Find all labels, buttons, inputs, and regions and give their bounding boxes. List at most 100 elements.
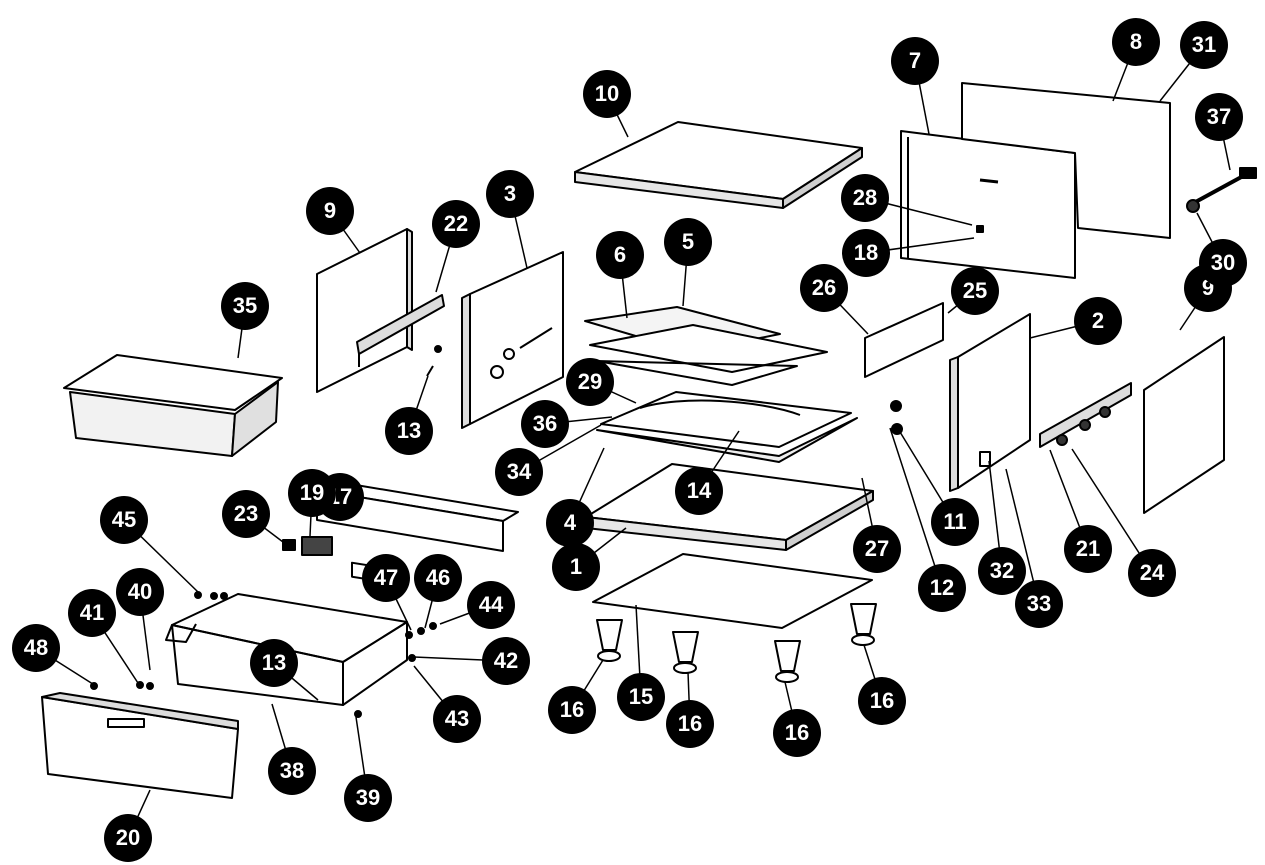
callout-number: 23 bbox=[234, 501, 258, 526]
callout-number: 29 bbox=[578, 369, 602, 394]
callout-number: 18 bbox=[854, 240, 878, 265]
callout-circle bbox=[100, 496, 148, 544]
callout-circle bbox=[495, 448, 543, 496]
part-base bbox=[585, 463, 874, 551]
callout-number: 31 bbox=[1192, 32, 1216, 57]
callout-number: 11 bbox=[943, 509, 966, 534]
callout-badge: 32 bbox=[978, 547, 1026, 595]
callout-badge: 19 bbox=[288, 469, 336, 517]
callout-badge: 16 bbox=[858, 677, 906, 725]
callout-badge: 39 bbox=[344, 774, 392, 822]
callout-circle bbox=[68, 589, 116, 637]
callout-number: 38 bbox=[280, 758, 304, 783]
callout-circle bbox=[566, 358, 614, 406]
part-left-inner-panel bbox=[461, 251, 564, 429]
callout-badge: 22 bbox=[432, 200, 480, 248]
callout-badge: 45 bbox=[100, 496, 148, 544]
callout-badge: 16 bbox=[548, 686, 596, 734]
callout-number: 36 bbox=[533, 411, 557, 436]
callout-badge: 21 bbox=[1064, 525, 1112, 573]
callout-number: 33 bbox=[1027, 591, 1051, 616]
callout-number: 42 bbox=[494, 648, 518, 673]
leader-line bbox=[1071, 448, 1153, 574]
callout-badge: 44 bbox=[467, 581, 515, 629]
callout-number: 39 bbox=[356, 785, 380, 810]
callout-number: 22 bbox=[444, 211, 468, 236]
callout-number: 43 bbox=[445, 706, 469, 731]
callout-circle bbox=[414, 554, 462, 602]
part-foot bbox=[596, 619, 623, 662]
part-left-side-panel bbox=[316, 228, 413, 393]
callout-number: 2 bbox=[1092, 308, 1104, 333]
callout-badge: 9 bbox=[306, 187, 354, 235]
callout-number: 46 bbox=[426, 565, 450, 590]
callout-number: 28 bbox=[853, 185, 877, 210]
callout-number: 34 bbox=[507, 459, 532, 484]
part-foot bbox=[850, 603, 877, 646]
callout-circle bbox=[583, 70, 631, 118]
callout-circle bbox=[1112, 18, 1160, 66]
callout-number: 19 bbox=[300, 480, 324, 505]
callout-circle bbox=[617, 673, 665, 721]
part-control-board bbox=[864, 302, 944, 378]
leader-line bbox=[889, 427, 943, 589]
part-left-rail bbox=[356, 294, 445, 367]
callout-number: 27 bbox=[865, 536, 889, 561]
callout-circle bbox=[918, 564, 966, 612]
callout-badge: 40 bbox=[116, 568, 164, 616]
callout-number: 16 bbox=[785, 720, 809, 745]
callout-number: 44 bbox=[479, 592, 504, 617]
part-rear-inner-panel bbox=[900, 130, 1076, 279]
callout-number: 25 bbox=[963, 278, 987, 303]
callout-number: 12 bbox=[930, 575, 954, 600]
callout-badge: 6 bbox=[596, 231, 644, 279]
callout-badge: 30 bbox=[1199, 239, 1247, 287]
part-drawer-front bbox=[41, 692, 239, 799]
callout-number: 16 bbox=[560, 697, 584, 722]
callout-circle bbox=[951, 267, 999, 315]
callout-circle bbox=[521, 400, 569, 448]
callout-badge: 13 bbox=[385, 407, 433, 455]
callout-circle bbox=[858, 677, 906, 725]
part-controller bbox=[282, 536, 333, 556]
part-bottom-plate bbox=[592, 553, 873, 629]
callout-circle bbox=[1195, 93, 1243, 141]
callout-circle bbox=[1199, 239, 1247, 287]
callout-circle bbox=[104, 814, 152, 862]
callout-number: 35 bbox=[233, 293, 257, 318]
callout-circle bbox=[250, 639, 298, 687]
callout-badge: 12 bbox=[918, 564, 966, 612]
callout-number: 47 bbox=[374, 565, 398, 590]
callout-circle bbox=[116, 568, 164, 616]
callout-badge: 20 bbox=[104, 814, 152, 862]
callout-badge: 37 bbox=[1195, 93, 1243, 141]
callout-number: 41 bbox=[80, 600, 104, 625]
callout-number: 32 bbox=[990, 558, 1014, 583]
callout-circle bbox=[433, 695, 481, 743]
callout-circle bbox=[1074, 297, 1122, 345]
callout-number: 40 bbox=[128, 579, 152, 604]
callout-badge: 13 bbox=[250, 639, 298, 687]
callout-badge: 41 bbox=[68, 589, 116, 637]
callout-badge: 4 bbox=[546, 499, 594, 547]
callout-circle bbox=[385, 407, 433, 455]
callout-circle bbox=[773, 709, 821, 757]
callout-number: 7 bbox=[909, 48, 921, 73]
callout-badge: 16 bbox=[773, 709, 821, 757]
callout-badge: 11 bbox=[931, 498, 979, 546]
callout-number: 16 bbox=[678, 711, 702, 736]
callout-circle bbox=[288, 469, 336, 517]
part-heating-assembly bbox=[596, 391, 858, 463]
callout-number: 13 bbox=[397, 418, 421, 443]
callout-number: 48 bbox=[24, 635, 48, 660]
callout-badge: 8 bbox=[1112, 18, 1160, 66]
callout-badge: 43 bbox=[433, 695, 481, 743]
callout-number: 1 bbox=[570, 554, 582, 579]
part-front-control-panel bbox=[316, 480, 519, 585]
callout-number: 15 bbox=[629, 684, 653, 709]
part-right-bracket bbox=[1039, 382, 1132, 448]
callout-badge: 18 bbox=[842, 229, 890, 277]
callout-number: 16 bbox=[870, 688, 894, 713]
part-rear-outer-panel bbox=[961, 82, 1171, 239]
callout-badge: 7 bbox=[891, 37, 939, 85]
